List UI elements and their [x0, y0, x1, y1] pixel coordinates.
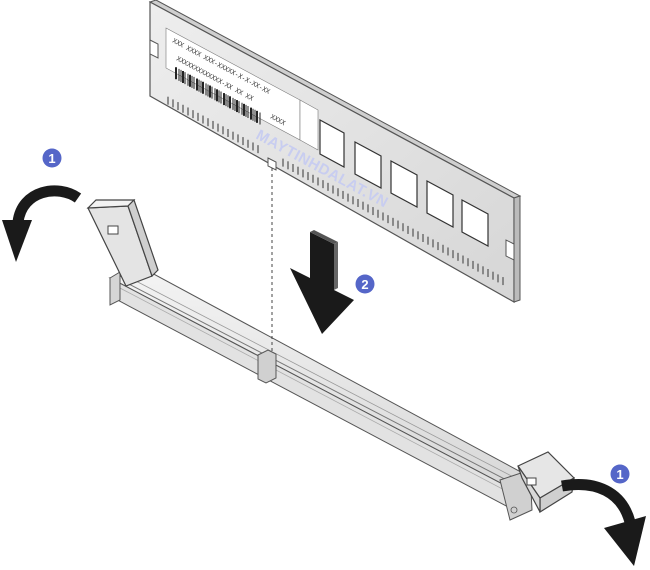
memory-chips: [319, 118, 489, 248]
dimm-slot: [108, 271, 534, 521]
step-1-left-number: 1: [48, 151, 55, 166]
step-1-right-number: 1: [616, 467, 623, 482]
left-retaining-clip[interactable]: [86, 198, 159, 287]
open-right-clip-arrow: [561, 479, 646, 566]
insert-down-arrow: [290, 230, 354, 334]
module-barcode: [175, 67, 261, 125]
step-2-number: 2: [361, 277, 368, 292]
module-contact-pins: [167, 96, 504, 286]
step-2-badge: 2: [355, 274, 375, 294]
memory-module: XXX XXXX XXX-XXXXX-X-X-XX-XX XXXXXXXXXXX…: [148, 0, 522, 304]
open-left-clip-arrow: [2, 185, 82, 262]
step-1-right-badge: 1: [610, 464, 630, 484]
step-1-left-badge: 1: [42, 148, 62, 168]
